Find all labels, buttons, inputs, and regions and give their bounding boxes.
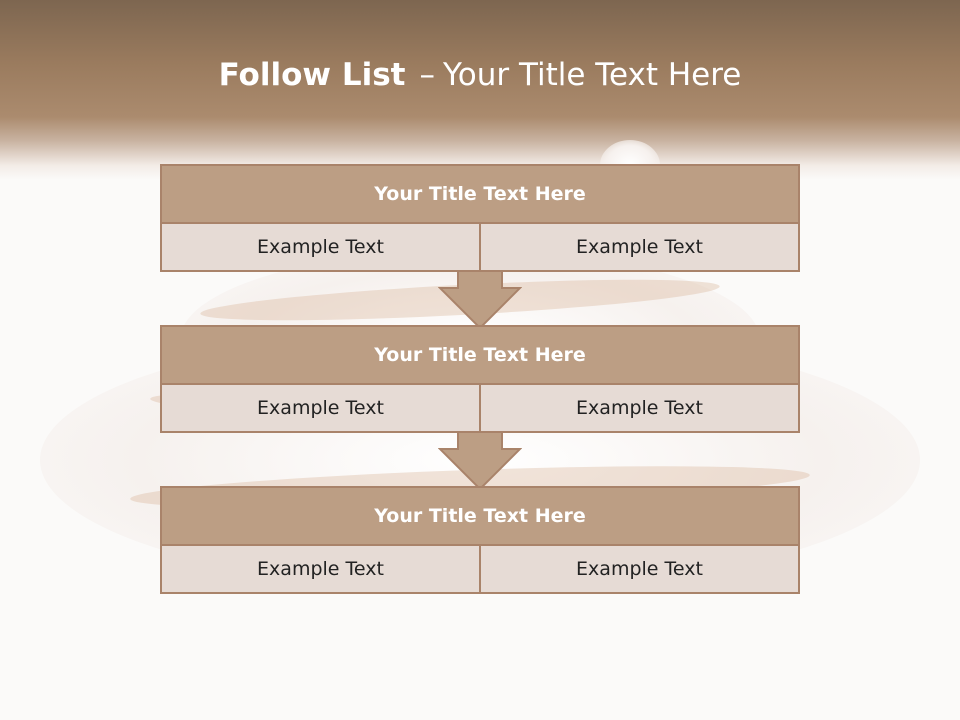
slide-title: Follow List–Your Title Text Here (0, 57, 960, 93)
flow-block-cell-right: Example Text (479, 224, 798, 270)
header-band (0, 0, 960, 180)
flow-block-title: Your Title Text Here (162, 327, 798, 385)
flow-block-row: Example Text Example Text (162, 224, 798, 270)
title-rest-part: Your Title Text Here (442, 57, 742, 93)
down-arrow-icon (438, 431, 522, 491)
flow-block-2: Your Title Text Here Example Text Exampl… (160, 325, 800, 433)
flow-block-cell-right: Example Text (479, 546, 798, 592)
flow-block-1: Your Title Text Here Example Text Exampl… (160, 164, 800, 272)
flow-block-row: Example Text Example Text (162, 546, 798, 592)
flow-block-cell-left: Example Text (257, 236, 384, 258)
flow-block-cell-right: Example Text (479, 385, 798, 431)
down-arrow-icon (438, 270, 522, 330)
title-bold-part: Follow List (218, 57, 406, 93)
flow-block-cell-left: Example Text (257, 397, 384, 419)
flow-block-row: Example Text Example Text (162, 385, 798, 431)
flow-block-3: Your Title Text Here Example Text Exampl… (160, 486, 800, 594)
flow-block-title: Your Title Text Here (162, 488, 798, 546)
flow-block-cell-left: Example Text (257, 558, 384, 580)
flow-block-title: Your Title Text Here (162, 166, 798, 224)
title-separator: – (419, 57, 435, 93)
